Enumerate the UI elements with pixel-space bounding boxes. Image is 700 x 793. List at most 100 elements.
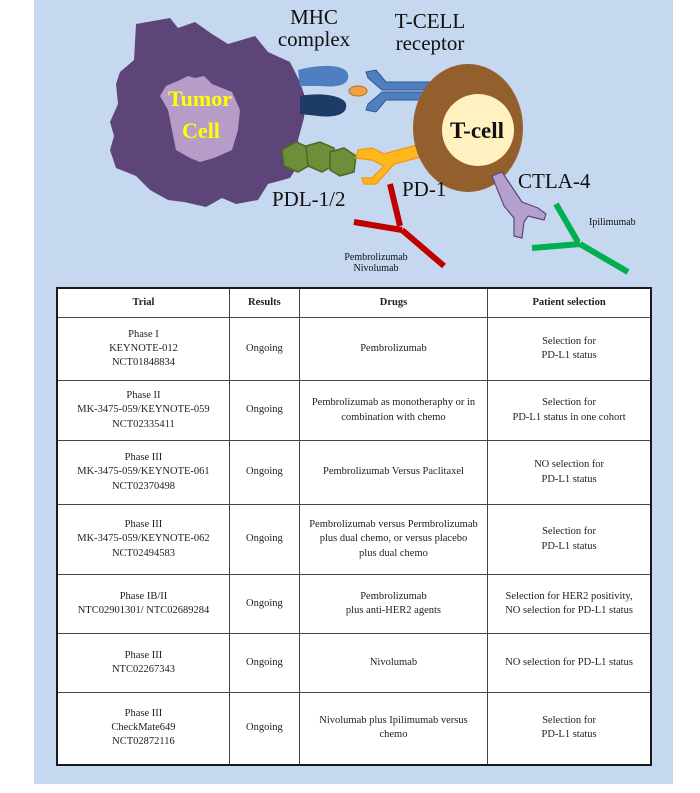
drugs-cell: Pembrolizumab Versus Paclitaxel xyxy=(298,440,489,505)
tcr-upper-chain xyxy=(365,69,431,91)
trial-cell-line: NCT02335411 xyxy=(112,418,175,430)
drugs-cell-line: Pembrolizumab versus Permbrolizumab xyxy=(309,519,478,531)
selection-cell-line: Selection for xyxy=(542,526,597,538)
selection-cell-line: NO selection for PD-L1 status xyxy=(505,656,633,668)
results-cell: Ongoing xyxy=(228,440,300,505)
selection-cell-line: PD-L1 status xyxy=(541,350,597,361)
selection-cell-line: PD-L1 status xyxy=(541,473,597,485)
pdl-ligand xyxy=(281,141,357,177)
pd1-receptor xyxy=(355,141,433,185)
trial-cell-line: NCT01848834 xyxy=(111,357,175,369)
drugs-cell-line: Pembrolizumab xyxy=(360,342,427,354)
tcr-label-line1: T-CELL xyxy=(394,9,466,33)
drugs-cell: Pembrolizumab plus anti-HER2 agents xyxy=(298,574,489,634)
pembrolizumab-label: Pembrolizumab xyxy=(344,252,408,263)
tcell-receptor-label: T-CELL receptor xyxy=(380,10,480,54)
drugs-cell-line: chemo xyxy=(379,729,408,741)
trial-cell-line: Phase III xyxy=(124,649,163,661)
selection-cell: Selection for HER2 positivity, NO selecti… xyxy=(487,574,652,634)
drugs-cell: Pembrolizumab as monotheraphy or in combi… xyxy=(298,380,489,441)
selection-cell-line: Selection for HER2 positivity, xyxy=(505,590,633,602)
nivolumab-label: Nivolumab xyxy=(353,262,399,274)
header-trial: Trial xyxy=(56,287,230,318)
pembro-nivo-label: Pembrolizumab Nivolumab xyxy=(336,252,416,274)
selection-cell-line: PD-L1 status in one cohort xyxy=(512,411,626,423)
results-cell: Ongoing xyxy=(228,504,300,575)
results-cell: Ongoing xyxy=(228,574,300,634)
drugs-cell-line: Nivolumab xyxy=(369,656,418,668)
trial-cell-line: NCT02370498 xyxy=(111,480,175,492)
tcr-label-line2: receptor xyxy=(395,31,465,56)
mhc-label-line2: complex xyxy=(277,27,351,52)
antigen-peptide xyxy=(348,85,368,97)
trial-cell-line: CheckMate649 xyxy=(111,722,176,734)
t-cell-label: T-cell xyxy=(450,118,504,143)
clinical-trials-table: Trial Results Drugs Patient selection Ph… xyxy=(56,287,652,766)
immune-checkpoint-diagram: Tumor Cell T-cell xyxy=(110,18,630,275)
tumor-cell-label-line2: Cell xyxy=(182,118,220,143)
selection-cell-line: Selection for xyxy=(542,335,597,347)
header-patient-selection: Patient selection xyxy=(487,287,652,318)
results-cell: Ongoing xyxy=(228,633,300,693)
trial-cell-line: Phase III xyxy=(124,707,163,719)
drugs-cell-line: plus anti-HER2 agents xyxy=(345,605,441,616)
trial-cell-line: NCT02494583 xyxy=(111,547,175,559)
drugs-cell: Pembrolizumab xyxy=(298,317,489,381)
header-results: Results xyxy=(228,287,300,318)
selection-cell-line: Selection for xyxy=(542,715,597,727)
trial-cell-line: KEYNOTE-012 xyxy=(109,342,178,354)
drugs-cell-line: Pembrolizumab as monotheraphy or in xyxy=(311,397,476,409)
trial-cell-line: Phase II xyxy=(126,390,161,402)
drugs-cell: Pembrolizumab versus Permbrolizumab plus … xyxy=(298,504,489,575)
drugs-cell-line: plus dual chemo, or versus placebo xyxy=(319,533,468,545)
trial-cell-line: Phase IB/II xyxy=(119,590,168,602)
header-drugs: Drugs xyxy=(298,287,489,318)
pd1-label: PD-1 xyxy=(402,177,447,201)
selection-cell: NO selection for PD-L1 status xyxy=(487,633,652,693)
selection-cell-line: PD-L1 status xyxy=(541,729,597,741)
ipilimumab-label: Ipilimumab xyxy=(589,217,636,228)
selection-cell-line: NO selection for xyxy=(534,459,605,471)
mhc-complex-label: MHC complex xyxy=(274,6,354,50)
tumor-cell-nucleus xyxy=(160,76,240,162)
drugs-cell: Nivolumab xyxy=(298,633,489,693)
pdl-label: PDL-1/2 xyxy=(272,187,346,211)
pembrolizumab-antibody xyxy=(353,183,446,269)
ctla4-label: CTLA-4 xyxy=(518,169,591,193)
trial-cell: Phase III NTC02267343 xyxy=(56,633,230,693)
results-cell: Ongoing xyxy=(228,692,300,765)
table-row: Phase III NTC02267343 Ongoing Nivolumab NO s… xyxy=(56,633,652,693)
selection-cell-line: NO selection for PD-L1 status xyxy=(505,605,633,616)
ctla4-receptor xyxy=(491,171,547,239)
drugs-cell-line: Pembrolizumab Versus Paclitaxel xyxy=(322,466,464,478)
ipilimumab-antibody xyxy=(531,202,630,275)
mhc-dark-chain xyxy=(300,94,347,117)
drugs-cell-line: Pembrolizumab xyxy=(360,590,427,602)
table-header-row: Trial Results Drugs Patient selection xyxy=(56,287,652,318)
drugs-cell-line: combination with chemo xyxy=(341,411,446,423)
mhc-light-chain xyxy=(298,65,349,87)
trial-cell-line: NCT02872116 xyxy=(112,736,175,748)
trial-cell-line: MK-3475-059/KEYNOTE-062 xyxy=(77,533,210,545)
trial-cell-line: Phase III xyxy=(124,519,163,531)
selection-cell-line: Selection for xyxy=(542,397,597,409)
tumor-cell-label-line1: Tumor xyxy=(168,86,232,111)
trial-cell-line: NTC02267343 xyxy=(111,664,175,675)
trial-cell-line: Phase I xyxy=(128,328,159,340)
